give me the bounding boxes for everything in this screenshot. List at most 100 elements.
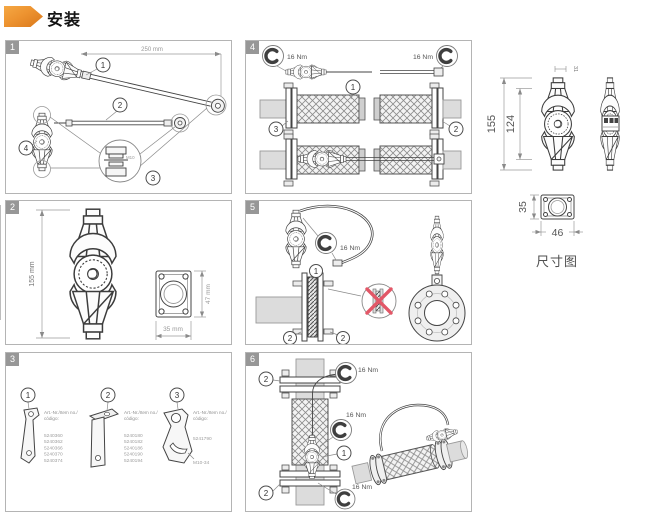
torque-wrench-middle: 16 Nm	[319, 412, 366, 447]
device-front-view	[69, 208, 117, 340]
svg-text:2: 2	[118, 101, 123, 110]
svg-text:155: 155	[486, 115, 498, 133]
callout-flange-top: 2	[258, 371, 281, 387]
svg-text:código:: código:	[44, 416, 59, 421]
svg-text:5240194: 5240194	[124, 458, 143, 464]
section-arrow-icon	[4, 6, 43, 27]
torque-wrench-bottom: 16 Nm	[317, 482, 372, 511]
svg-text:Art.-Nr./Item no./: Art.-Nr./Item no./	[124, 410, 158, 415]
section-width-dimension: 47 mm	[194, 270, 212, 318]
callout-bolt-right: 2	[329, 331, 350, 344]
callout-bracket-1: 1	[20, 387, 36, 410]
cross-section-view	[155, 270, 192, 318]
svg-text:1: 1	[342, 449, 347, 458]
torque-wrench-top: 16 Nm	[333, 360, 378, 386]
svg-text:2: 2	[288, 334, 293, 343]
svg-text:5240180: 5240180	[124, 433, 143, 439]
svg-text:2: 2	[341, 334, 346, 343]
svg-text:3: 3	[151, 174, 156, 183]
panel-3: 3 1 Art.-Nr./Item no./ código: 5240360 5…	[5, 352, 232, 512]
device-uninstalled	[285, 64, 444, 80]
callout-flange-bottom: 2	[258, 483, 281, 501]
dimension-figure-caption: 尺寸图	[536, 254, 578, 269]
svg-text:3: 3	[175, 391, 180, 400]
bracket-3-codes: Art.-Nr./Item no./ código: 5241790 M10-3…	[187, 410, 227, 466]
svg-text:5240186: 5240186	[124, 445, 143, 451]
svg-text:250 mm: 250 mm	[141, 47, 163, 53]
panel-4: 4 16 Nm 16 Nm	[245, 40, 472, 194]
callout-right-flange: 2	[441, 120, 464, 137]
svg-text:5240366: 5240366	[44, 445, 63, 451]
panel-3-number: 3	[6, 353, 19, 366]
callout-left-flange: 3	[268, 120, 289, 137]
svg-text:16 Nm: 16 Nm	[340, 245, 360, 252]
svg-text:124: 124	[505, 115, 517, 133]
svg-text:código:: código:	[193, 416, 208, 421]
callout-bracket-3: 3	[169, 387, 185, 410]
svg-text:2: 2	[454, 125, 459, 134]
svg-text:1: 1	[101, 61, 106, 70]
callout-2: 2	[105, 97, 128, 121]
torque-wrench: 16 Nm	[302, 217, 360, 261]
device-side-view	[600, 77, 620, 171]
svg-text:3: 3	[274, 125, 279, 134]
screw-spec-label: M10-34	[193, 460, 210, 466]
svg-text:2: 2	[106, 391, 111, 400]
panel-2: 2 155 mm	[5, 200, 232, 345]
pipe-row-top	[259, 82, 462, 136]
svg-text:5240182: 5240182	[124, 439, 143, 445]
device-front-view	[541, 77, 575, 171]
red-cross-icon	[365, 287, 393, 315]
torque-wrench-right: 16 Nm	[413, 43, 460, 71]
callout-bracket-2: 2	[100, 387, 116, 412]
svg-text:16 Nm: 16 Nm	[346, 412, 366, 419]
bracket-1-codes: Art.-Nr./Item no./ código: 5240360 52403…	[44, 410, 78, 464]
svg-text:2: 2	[264, 489, 269, 498]
svg-text:35 mm: 35 mm	[163, 326, 183, 333]
svg-text:5241790: 5241790	[193, 436, 212, 442]
dimension-figure-drawing: 155 124 31	[486, 66, 620, 269]
panel-2-number: 2	[6, 201, 19, 214]
bracket-hanger	[162, 408, 193, 464]
svg-text:47 mm: 47 mm	[205, 284, 212, 304]
capillary-rod	[54, 113, 190, 133]
svg-text:5240362: 5240362	[44, 439, 63, 445]
panel-2-figure: 155 mm 47 mm	[29, 208, 212, 340]
panel-1-number: 1	[6, 41, 19, 54]
bolt-detail-circle: M10	[49, 107, 208, 183]
svg-text:5240190: 5240190	[124, 452, 143, 458]
torque-wrench-left: 16 Nm	[260, 43, 307, 72]
svg-text:16 Nm: 16 Nm	[358, 367, 378, 374]
panel-6: 6	[245, 352, 472, 512]
perspective-view	[351, 403, 469, 486]
panel-3-figure: 1 Art.-Nr./Item no./ código: 5240360 524…	[20, 387, 227, 468]
svg-text:16 Nm: 16 Nm	[352, 484, 372, 491]
dimension-figure: 155 124 31	[482, 40, 645, 290]
bolt-spec-label: M10	[126, 155, 135, 160]
wrong-mounting-detail	[327, 283, 397, 319]
length-dimension: 250 mm	[81, 47, 222, 96]
device-drawing	[285, 209, 307, 269]
panel-4-figure: 16 Nm 16 Nm	[259, 43, 464, 187]
device-with-capillary	[28, 53, 227, 116]
vertical-device	[31, 106, 53, 178]
callout-bolt-left: 2	[283, 331, 302, 344]
svg-text:31: 31	[572, 66, 578, 72]
panel-5: 5 16 Nm	[245, 200, 472, 345]
svg-text:4: 4	[24, 144, 29, 153]
svg-text:1: 1	[314, 267, 319, 276]
panel-5-number: 5	[246, 201, 259, 214]
svg-text:1: 1	[351, 83, 356, 92]
callout-3: 3	[145, 170, 161, 186]
panel-4-number: 4	[246, 41, 259, 54]
top-width-dimension: 31	[554, 66, 578, 72]
svg-text:5240374: 5240374	[44, 458, 63, 464]
panel-5-figure: 16 Nm 1 2	[255, 204, 466, 344]
body-height-dimension: 124	[505, 88, 532, 160]
capillary-hose	[299, 204, 374, 267]
svg-text:5240360: 5240360	[44, 433, 63, 439]
total-height-dimension: 155	[486, 77, 532, 171]
section-depth-dimension: 35 mm	[155, 321, 192, 340]
callout-gasket: 1	[309, 264, 323, 282]
flange-face-view	[408, 215, 466, 342]
